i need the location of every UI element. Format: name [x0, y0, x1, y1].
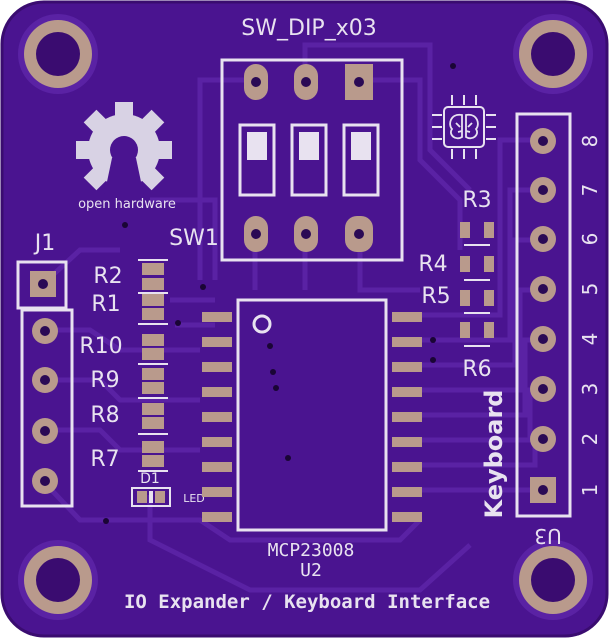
vias — [103, 63, 456, 524]
brain-chip-icon — [432, 95, 496, 159]
pin-number-7: 7 — [578, 184, 602, 197]
sw1-outline — [220, 58, 404, 262]
u3-ref-label: U3 — [534, 524, 561, 548]
sw1-ref-label: SW1 — [169, 226, 219, 251]
resistor-label-r10: R10 — [79, 334, 122, 359]
resistor-label-r9: R9 — [90, 368, 119, 393]
dip-switch-sw1: SW_DIP_x03 SW1 — [169, 16, 404, 262]
pin-number-6: 6 — [578, 233, 602, 246]
pin-number-5: 5 — [578, 283, 602, 296]
u2-outline — [236, 298, 388, 532]
u2-value-label: MCP23008 — [268, 540, 355, 561]
u2-right-pads — [392, 312, 422, 522]
open-hardware-gear-icon — [76, 102, 172, 196]
pin-number-1: 1 — [578, 484, 602, 497]
resistor-label-r7: R7 — [90, 447, 119, 472]
u2-left-pads — [202, 312, 232, 522]
j1-ref-label: J1 — [33, 231, 56, 256]
open-hardware-logo: open hardware — [76, 102, 176, 212]
mounting-hole-top-left — [18, 14, 98, 94]
u3-value-label: Keyboard — [480, 390, 508, 519]
mounting-hole-top-right — [513, 14, 593, 94]
sw1-bottom-pads — [244, 216, 373, 252]
board-title: IO Expander / Keyboard Interface — [124, 591, 490, 613]
j1-pads — [30, 271, 58, 494]
sw1-value-label: SW_DIP_x03 — [241, 16, 376, 41]
pin-number-4: 4 — [578, 333, 602, 346]
mounting-holes — [18, 14, 593, 620]
mounting-hole-bottom-left — [18, 540, 98, 620]
connector-u3: 8 7 6 5 4 3 2 1 Keyboard U3 — [480, 112, 602, 548]
resistor-label-r8: R8 — [90, 403, 119, 428]
sw1-actuators — [238, 123, 380, 197]
open-hardware-label: open hardware — [78, 197, 176, 212]
resistors-left: R2 R1 R10 R9 R8 R7 — [79, 259, 168, 472]
mounting-hole-bottom-right — [513, 540, 593, 620]
ic-u2: MCP23008 U2 — [202, 298, 422, 581]
resistor-label-r4: R4 — [418, 252, 447, 277]
pin-number-2: 2 — [578, 433, 602, 446]
pin-number-8: 8 — [578, 135, 602, 148]
resistor-label-r3: R3 — [462, 188, 491, 213]
resistors-right: R3 R4 R5 R6 — [418, 188, 494, 382]
resistor-label-r1: R1 — [91, 292, 120, 317]
d1-value-label: LED — [183, 492, 205, 505]
pin-number-3: 3 — [578, 383, 602, 396]
u3-outline — [515, 112, 572, 518]
resistor-label-r2: R2 — [93, 264, 122, 289]
resistor-label-r5: R5 — [421, 284, 450, 309]
u3-pads — [530, 128, 556, 503]
header-j1: J1 — [16, 231, 74, 508]
u2-ref-label: U2 — [300, 560, 322, 581]
sw1-top-pads — [244, 64, 373, 100]
led-d1: D1 LED — [131, 471, 205, 507]
u2-pin1-marker — [252, 314, 272, 334]
d1-ref-label: D1 — [140, 471, 160, 487]
resistor-label-r6: R6 — [462, 357, 491, 382]
